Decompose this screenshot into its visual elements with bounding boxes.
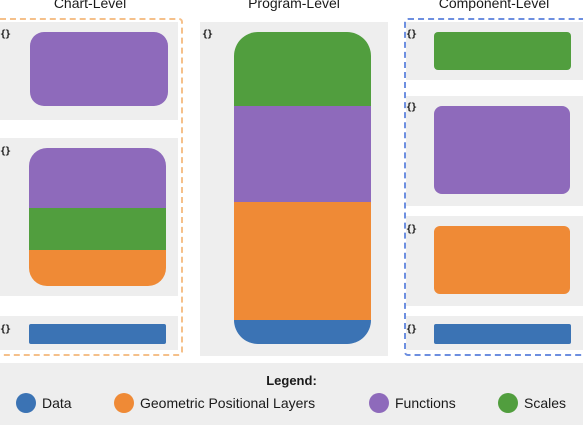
data-block — [29, 324, 166, 344]
geometric-swatch-icon — [114, 393, 134, 413]
component-level-panel-1: {} — [406, 22, 583, 80]
code-braces-icon: {} — [0, 324, 11, 335]
chart-level-title: Chart-Level — [53, 0, 127, 11]
legend-label: Functions — [395, 395, 456, 411]
geometric-segment — [29, 250, 166, 286]
scales-block — [434, 32, 571, 70]
program-level-title: Program-Level — [248, 0, 340, 11]
legend-item-geometric: Geometric Positional Layers — [114, 393, 315, 413]
legend-label: Geometric Positional Layers — [140, 395, 316, 411]
chart-level-panel-3: {} — [0, 316, 178, 350]
functions-segment — [234, 106, 371, 202]
legend-label: Scales — [524, 395, 567, 411]
functions-swatch-icon — [369, 393, 389, 413]
scales-swatch-icon — [498, 393, 518, 413]
legend-item-functions: Functions — [369, 393, 456, 413]
code-braces-icon: {} — [406, 224, 417, 235]
functions-block — [30, 32, 168, 106]
data-block — [434, 324, 571, 344]
component-level-panel-2: {} — [406, 96, 583, 206]
legend-title: Legend: — [266, 373, 317, 388]
legend: Legend: Data Geometric Positional Layers… — [0, 363, 583, 425]
component-level-frame — [404, 18, 583, 356]
chart-combined-block — [29, 148, 166, 286]
code-braces-icon: {} — [406, 29, 417, 40]
data-swatch-icon — [16, 393, 36, 413]
functions-segment — [29, 148, 166, 208]
legend-item-data: Data — [16, 393, 72, 413]
geometric-segment — [234, 202, 371, 320]
legend-item-scales: Scales — [498, 393, 566, 413]
component-level-title: Component-Level — [438, 0, 550, 11]
legend-label: Data — [42, 395, 72, 411]
program-combined-block — [234, 32, 371, 344]
code-braces-icon: {} — [406, 324, 417, 335]
geometric-block — [434, 226, 570, 294]
data-segment — [234, 320, 371, 344]
code-braces-icon: {} — [0, 29, 11, 40]
chart-level-panel-1: {} — [0, 22, 178, 120]
chart-level-frame — [0, 18, 183, 356]
component-level-panel-3: {} — [406, 216, 583, 306]
chart-level-panel-2: {} — [0, 138, 178, 296]
code-braces-icon: {} — [406, 102, 417, 113]
code-braces-icon: {} — [202, 29, 213, 40]
scales-segment — [234, 32, 371, 106]
component-level-panel-4: {} — [406, 316, 583, 350]
program-level-panel: {} — [200, 22, 388, 356]
scales-segment — [29, 208, 166, 250]
code-braces-icon: {} — [0, 146, 11, 157]
functions-block — [434, 106, 570, 194]
